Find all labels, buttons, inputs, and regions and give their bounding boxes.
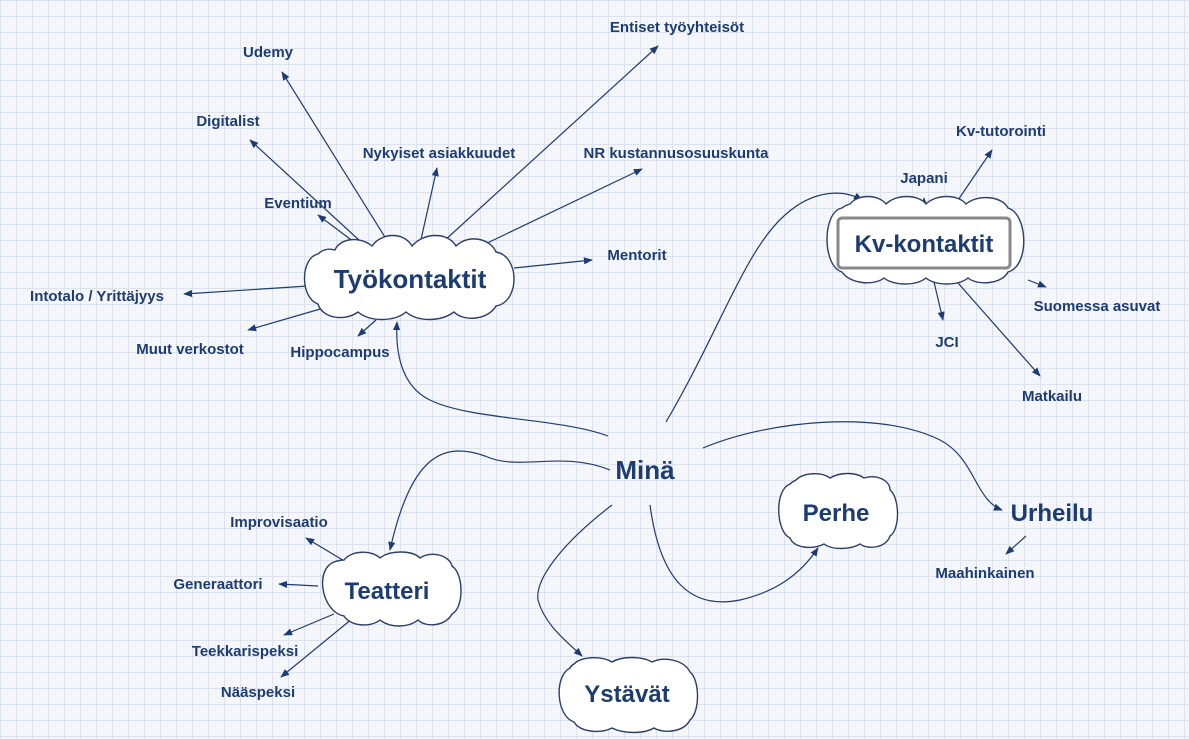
label-japani[interactable]: Japani [900, 170, 948, 187]
edge-mina-teatteri [388, 450, 611, 551]
label-intotalo[interactable]: Intotalo / Yrittäjyys [30, 288, 164, 305]
edge-naaspeksi [280, 613, 359, 678]
label-kv-tutorointi[interactable]: Kv-tutorointi [956, 123, 1046, 140]
label-muut[interactable]: Muut verkostot [136, 341, 244, 358]
label-eventium[interactable]: Eventium [264, 195, 332, 212]
edge-matkailu [957, 282, 1041, 377]
edge-entiset [431, 45, 659, 253]
cloud-tyokontaktit [303, 234, 515, 321]
edge-intotalo [183, 285, 309, 298]
label-hippocampus[interactable]: Hippocampus [290, 344, 389, 361]
cloud-ystavat [558, 656, 699, 734]
edge-jci [933, 281, 945, 321]
edge-maahinkainen [1005, 535, 1027, 555]
label-suomessa[interactable]: Suomessa asuvat [1034, 298, 1161, 315]
edge-mina-perhe [649, 504, 819, 603]
edge-nykyiset [419, 167, 439, 245]
edge-teekkarispeksi [283, 613, 335, 636]
hub-kv-kontaktit[interactable]: Kv-kontaktit [855, 231, 994, 258]
edge-mina-ystavat [537, 504, 613, 657]
label-mentorit[interactable]: Mentorit [607, 247, 666, 264]
edge-hippocampus [357, 319, 377, 337]
label-matkailu[interactable]: Matkailu [1022, 388, 1082, 405]
teatteri-edges [278, 537, 359, 678]
label-naaspeksi[interactable]: Nääspeksi [221, 684, 295, 701]
edge-kv-tutorointi [953, 149, 993, 207]
edge-improvisaatio [305, 537, 347, 563]
label-teekkarispeksi[interactable]: Teekkarispeksi [192, 643, 298, 660]
label-entiset[interactable]: Entiset työyhteisöt [610, 19, 744, 36]
cloud-teatteri [321, 551, 462, 627]
hub-ystavat[interactable]: Ystävät [584, 681, 669, 708]
hub-teatteri[interactable]: Teatteri [345, 578, 430, 605]
label-nr[interactable]: NR kustannusosuuskunta [583, 145, 769, 162]
label-maahinkainen[interactable]: Maahinkainen [935, 565, 1034, 582]
hub-tyokontaktit[interactable]: Työkontaktit [334, 264, 487, 294]
center-edges [388, 192, 1003, 657]
label-generaattori[interactable]: Generaattori [173, 576, 262, 593]
center-label[interactable]: Minä [615, 455, 675, 485]
edge-mina-tyokontaktit [392, 321, 609, 437]
kv-kontaktit-box [836, 216, 1012, 270]
hub-perhe[interactable]: Perhe [803, 500, 870, 527]
label-jci[interactable]: JCI [935, 334, 958, 351]
label-improvisaatio[interactable]: Improvisaatio [230, 514, 328, 531]
edge-suomessa [1027, 279, 1047, 288]
edge-udemy [281, 71, 399, 259]
edge-mina-kv-kontaktit [665, 192, 863, 423]
edge-mentorit [513, 257, 593, 269]
edge-mina-urheilu [702, 421, 1003, 511]
label-udemy[interactable]: Udemy [243, 44, 294, 61]
hub-urheilu[interactable]: Urheilu [1011, 500, 1094, 527]
label-digitalist[interactable]: Digitalist [196, 113, 259, 130]
edge-digitalist [249, 139, 373, 253]
label-nykyiset[interactable]: Nykyiset asiakkuudet [363, 145, 516, 162]
edge-generaattori [278, 580, 319, 589]
cloud-perhe [778, 472, 899, 550]
